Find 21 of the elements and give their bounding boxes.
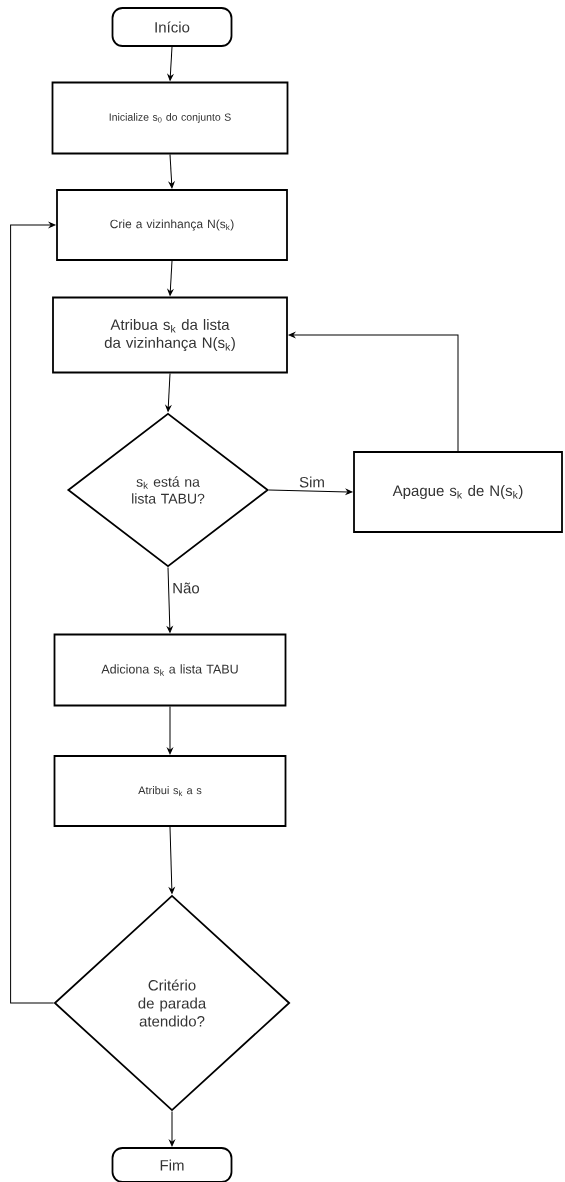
arrow bbox=[169, 1110, 175, 1147]
arrow bbox=[169, 826, 175, 894]
process-box: Inicialize s$_{0}$ do conjunto S bbox=[51, 81, 289, 155]
arrow bbox=[167, 260, 174, 296]
process-box: Atribua s$_{k}$ da lista da vizinhança N(s$_{k}$) bbox=[52, 296, 288, 374]
arrow bbox=[268, 489, 353, 495]
arrow bbox=[10, 222, 56, 1004]
arrow bbox=[165, 372, 172, 412]
arrow bbox=[168, 153, 175, 189]
edge-label: Sim bbox=[298, 475, 326, 489]
process-box: Crie a vizinhança N(s$_{k}$) bbox=[56, 189, 288, 261]
process-box: Apague s$_{k}$ de N(s$_{k}$) bbox=[353, 451, 563, 533]
process-box: Adiciona s$_{k}$ a lista TABU bbox=[53, 633, 287, 707]
arrow bbox=[288, 332, 459, 452]
arrow bbox=[167, 705, 173, 755]
terminal-box: Fim bbox=[111, 1147, 233, 1182]
terminal-box: Início bbox=[111, 7, 233, 47]
arrow bbox=[167, 46, 174, 81]
arrow bbox=[167, 566, 173, 633]
process-box: Atribui s$_{k}$ a s bbox=[53, 755, 287, 827]
edge-label: Não bbox=[171, 581, 201, 595]
